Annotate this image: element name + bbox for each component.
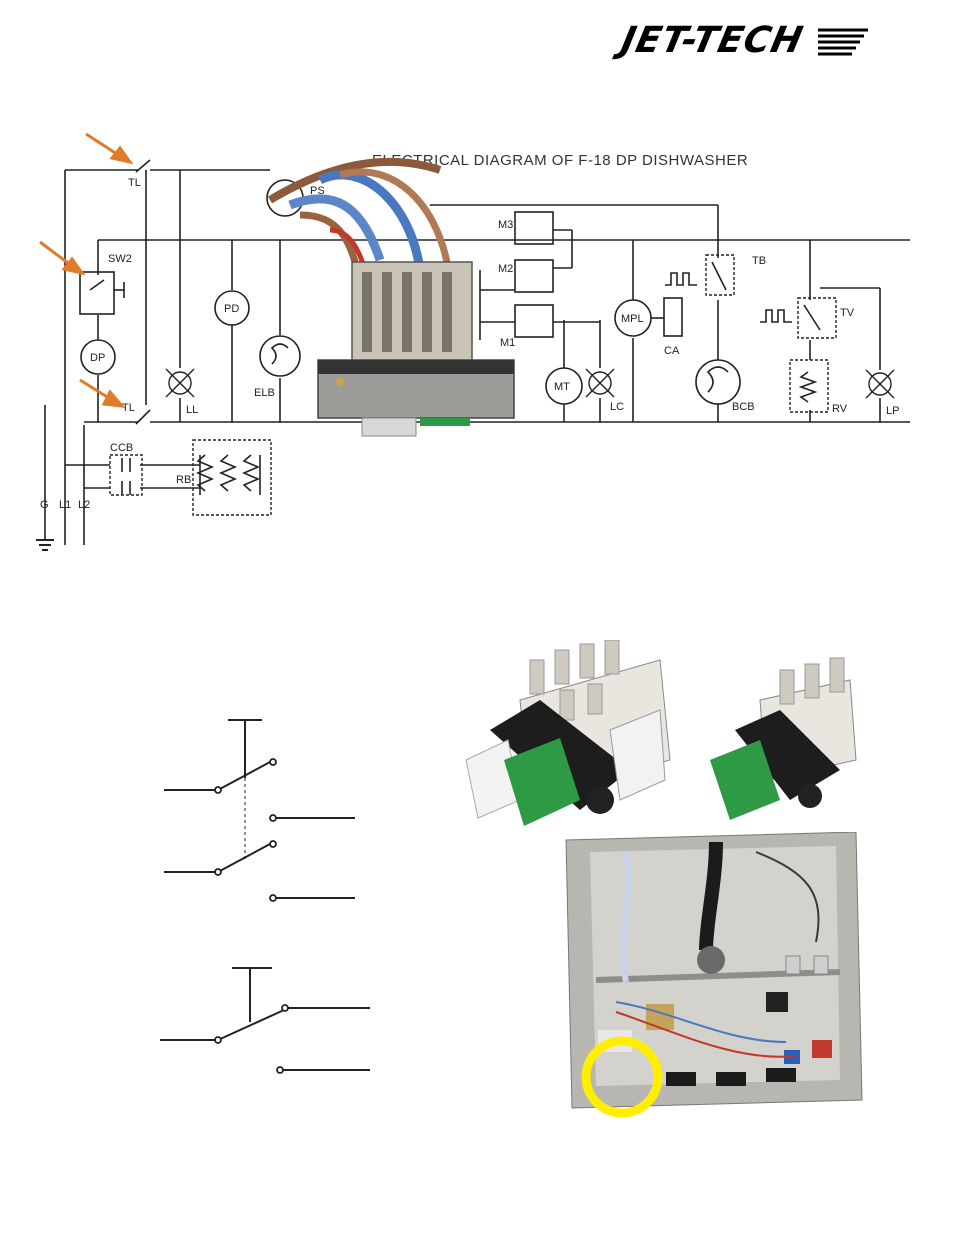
label-lp: LP <box>886 405 899 417</box>
label-l1: L1 <box>59 499 71 511</box>
label-tl-top: TL <box>128 177 141 189</box>
switch-schematic <box>160 719 370 1074</box>
mt-motor <box>545 367 583 405</box>
label-dp: DP <box>90 352 105 364</box>
electrical-diagram: TL SW2 DP TL LL PD ELB PS M3 M2 M1 MT LC… <box>36 132 910 551</box>
label-bcb: BCB <box>732 401 755 413</box>
thermostat-boxes <box>109 254 837 516</box>
logo-speed-lines <box>818 28 868 56</box>
single-switch-photo <box>710 657 857 820</box>
switch-photos <box>465 640 857 826</box>
thermostat-symbols <box>121 261 821 495</box>
label-ll: LL <box>186 404 198 416</box>
label-m2: M2 <box>498 263 513 275</box>
switch-sw2 <box>79 271 125 315</box>
highlight-circle <box>581 1036 663 1118</box>
jet-tech-logo: JET-TECH <box>618 20 870 68</box>
label-m3: M3 <box>498 219 513 231</box>
ll-lamp <box>165 368 195 398</box>
label-sw2: SW2 <box>108 253 132 265</box>
label-rb: RB <box>176 474 191 486</box>
label-rv: RV <box>832 403 848 415</box>
ca-capacitor <box>651 297 683 337</box>
label-elb: ELB <box>254 387 275 399</box>
ground-symbol <box>36 539 54 551</box>
label-mpl: MPL <box>621 313 644 325</box>
label-lc: LC <box>610 401 624 413</box>
label-ca: CA <box>664 345 680 357</box>
arrow-tl-bottom <box>79 378 126 408</box>
lc-lamp <box>585 368 615 398</box>
heater-coils <box>270 343 729 393</box>
label-ccb: CCB <box>110 442 133 454</box>
switch-tl-bottom <box>135 409 151 425</box>
dp-motor <box>80 339 116 375</box>
lamps <box>165 368 895 399</box>
double-switch-photo <box>465 640 671 826</box>
label-ps: PS <box>310 185 325 197</box>
label-m1: M1 <box>500 337 515 349</box>
diagram-title: ELECTRICAL DIAGRAM OF F-18 DP DISHWASHER <box>372 152 749 169</box>
bcb-heater <box>695 359 741 405</box>
pd-motor <box>214 290 250 326</box>
label-mt: MT <box>554 381 570 393</box>
elb-heater <box>259 335 301 377</box>
arrow-tl-top <box>85 132 134 165</box>
arrow-sw2 <box>39 240 86 276</box>
single-pole-switch-symbol <box>160 967 370 1071</box>
switch-tl-top <box>135 159 151 173</box>
label-l2: L2 <box>78 499 90 511</box>
switch-block-photo <box>267 157 515 437</box>
orange-arrows <box>39 132 134 408</box>
label-tb: TB <box>752 255 766 267</box>
label-g: G <box>40 499 49 511</box>
lp-lamp <box>865 369 895 399</box>
label-tv: TV <box>840 307 855 319</box>
label-tl-bottom: TL <box>122 402 135 414</box>
label-pd: PD <box>224 303 239 315</box>
diagram-wires <box>44 169 910 545</box>
control-box-photo <box>565 832 863 1118</box>
double-pole-switch-symbol <box>164 719 355 899</box>
